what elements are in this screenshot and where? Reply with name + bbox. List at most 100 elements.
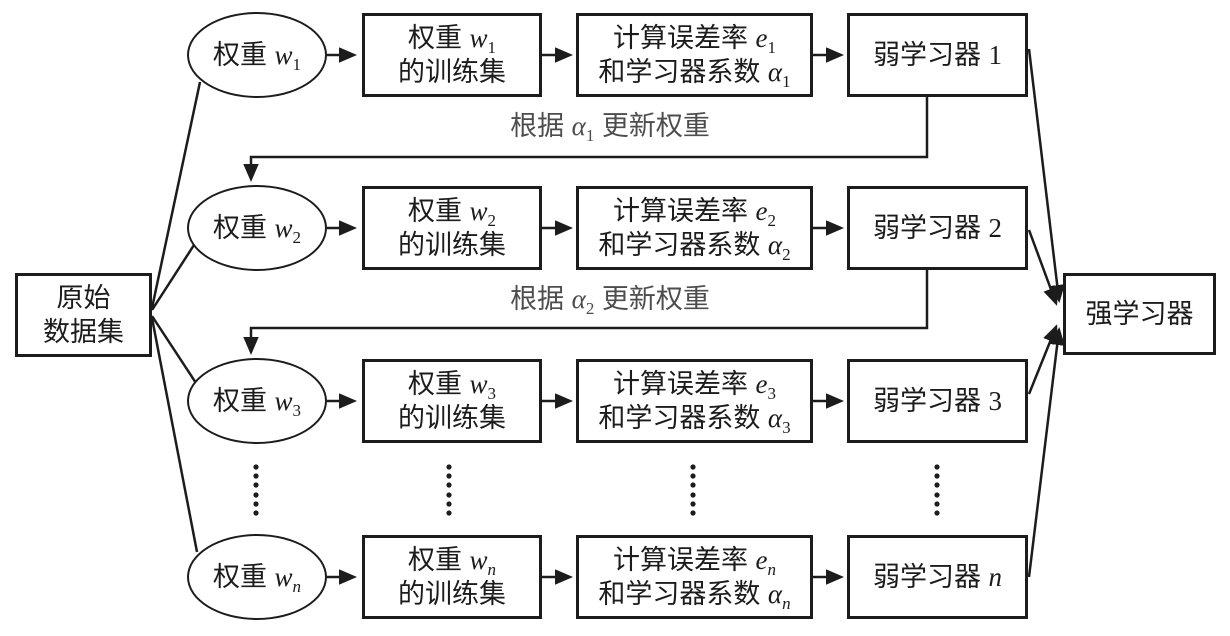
train-subscript: 3: [487, 383, 497, 403]
error-coef-label-n: 计算误差率 en 和学习器系数 αn: [598, 543, 790, 612]
training-set-label-3: 权重 w3 的训练集: [398, 367, 506, 436]
weight-prefix: 权重: [212, 212, 275, 243]
original-dataset-line2: 数据集: [43, 317, 124, 347]
coef-text: 和学习器系数: [598, 57, 768, 87]
weight-prefix: 权重: [212, 39, 275, 70]
feedback-alpha-subscript: 1: [585, 126, 595, 145]
training-set-line1: 权重 w2: [398, 194, 506, 230]
training-set-label-2: 权重 w2 的训练集: [398, 194, 506, 263]
weak-learner-box-3: 弱学习器 3: [847, 359, 1028, 443]
weight-label-2: 权重 w2: [212, 211, 302, 247]
error-text: 计算误差率: [612, 544, 756, 575]
error-symbol: e: [755, 368, 768, 399]
feedback-label-1: 根据 α1 更新权重: [510, 111, 710, 145]
train-prefix: 权重: [407, 544, 470, 575]
weight-label-3: 权重 w3: [212, 384, 302, 420]
weak-learner-label-n: 弱学习器 n: [873, 560, 1002, 594]
train-symbol: w: [469, 368, 488, 399]
error-text: 计算误差率: [612, 22, 756, 53]
error-coef-label-1: 计算误差率 e1 和学习器系数 α1: [598, 21, 790, 90]
error-subscript: 3: [767, 383, 776, 403]
error-coef-box-n: 计算误差率 en 和学习器系数 αn: [576, 535, 813, 619]
weight-symbol: w: [274, 561, 293, 592]
feedback-prefix: 根据: [510, 111, 572, 141]
error-coef-box-2: 计算误差率 e2 和学习器系数 α2: [576, 186, 813, 270]
original-dataset-label: 原始 数据集: [43, 281, 124, 350]
weight-subscript: 1: [292, 54, 302, 74]
training-set-line2: 的训练集: [398, 230, 506, 260]
weight-subscript: n: [292, 576, 302, 596]
weak-index: 3: [988, 385, 1003, 416]
training-set-line1: 权重 w1: [398, 21, 506, 56]
training-set-box-1: 权重 w1 的训练集: [362, 13, 542, 97]
arrow-weakn-to-strong: [1027, 327, 1065, 578]
weak-learner-label-3: 弱学习器 3: [873, 384, 1002, 418]
error-line2: 和学习器系数 α2: [598, 228, 791, 264]
train-prefix: 权重: [407, 368, 470, 399]
alpha-symbol: α: [767, 230, 783, 260]
training-set-line1: 权重 w3: [398, 367, 506, 403]
original-dataset-node: 原始 数据集: [15, 273, 152, 357]
weight-label-1: 权重 w1: [212, 38, 302, 74]
error-symbol: e: [755, 544, 768, 575]
strong-learner-label: 强学习器: [1085, 298, 1194, 329]
train-prefix: 权重: [407, 22, 470, 53]
weak-prefix: 弱学习器: [872, 39, 989, 70]
training-set-label-n: 权重 wn 的训练集: [398, 543, 506, 612]
error-line1: 计算误差率 e1: [598, 21, 790, 57]
feedback-alpha-symbol: α: [571, 284, 586, 314]
alpha-subscript: 3: [782, 418, 791, 437]
training-set-box-3: 权重 w3 的训练集: [362, 359, 542, 443]
weak-index: 1: [988, 39, 1003, 70]
error-coef-label-3: 计算误差率 e3 和学习器系数 α3: [598, 367, 790, 436]
ellipsis-dots: [253, 464, 940, 516]
training-set-box-n: 权重 wn 的训练集: [362, 535, 542, 619]
feedback-suffix: 更新权重: [594, 111, 710, 141]
weak-learner-box-2: 弱学习器 2: [847, 186, 1028, 270]
training-set-line2: 的训练集: [398, 403, 506, 433]
error-subscript: 1: [767, 37, 776, 57]
train-subscript: 2: [487, 210, 497, 230]
weight-symbol: w: [274, 212, 293, 243]
error-coef-box-3: 计算误差率 e3 和学习器系数 α3: [576, 359, 813, 443]
error-subscript: n: [767, 559, 776, 579]
error-symbol: e: [755, 195, 768, 226]
training-set-line2: 的训练集: [398, 579, 506, 609]
weight-symbol: w: [274, 385, 293, 416]
weight-subscript: 3: [292, 400, 302, 420]
coef-text: 和学习器系数: [598, 230, 768, 260]
alpha-symbol: α: [767, 403, 783, 433]
feedback-suffix: 更新权重: [594, 284, 710, 314]
training-set-label-1: 权重 w1 的训练集: [398, 21, 506, 90]
weak-learner-box-1: 弱学习器 1: [847, 13, 1028, 97]
coef-text: 和学习器系数: [598, 403, 768, 433]
error-line2: 和学习器系数 α3: [598, 401, 791, 437]
training-set-box-2: 权重 w2 的训练集: [362, 186, 542, 270]
weak-learner-label-2: 弱学习器 2: [873, 211, 1002, 245]
feedback-prefix: 根据: [510, 284, 572, 314]
weight-subscript: 2: [292, 227, 302, 247]
strong-learner-node: 强学习器: [1063, 273, 1216, 355]
error-line2: 和学习器系数 αn: [598, 577, 791, 613]
error-coef-box-1: 计算误差率 e1 和学习器系数 α1: [576, 13, 813, 97]
fanout-line-row3: [150, 315, 198, 384]
alpha-subscript: 2: [782, 245, 791, 264]
weight-ellipse-n: 权重 wn: [187, 534, 327, 620]
error-text: 计算误差率: [612, 368, 756, 399]
error-line1: 计算误差率 e3: [598, 367, 790, 403]
feedback-loop-1: [243, 97, 929, 182]
train-prefix: 权重: [407, 195, 470, 226]
error-line1: 计算误差率 en: [598, 543, 790, 579]
weak-prefix: 弱学习器: [872, 561, 989, 592]
weak-index: n: [988, 561, 1003, 592]
weight-prefix: 权重: [212, 385, 275, 416]
train-subscript: n: [487, 559, 497, 579]
feedback-alpha-subscript: 2: [585, 299, 595, 318]
weight-ellipse-1: 权重 w1: [187, 12, 327, 98]
weak-learner-box-n: 弱学习器 n: [847, 535, 1028, 619]
train-symbol: w: [469, 22, 488, 53]
weak-index: 2: [988, 212, 1003, 243]
alpha-subscript: n: [782, 594, 791, 613]
weak-learner-label-1: 弱学习器 1: [873, 38, 1002, 72]
